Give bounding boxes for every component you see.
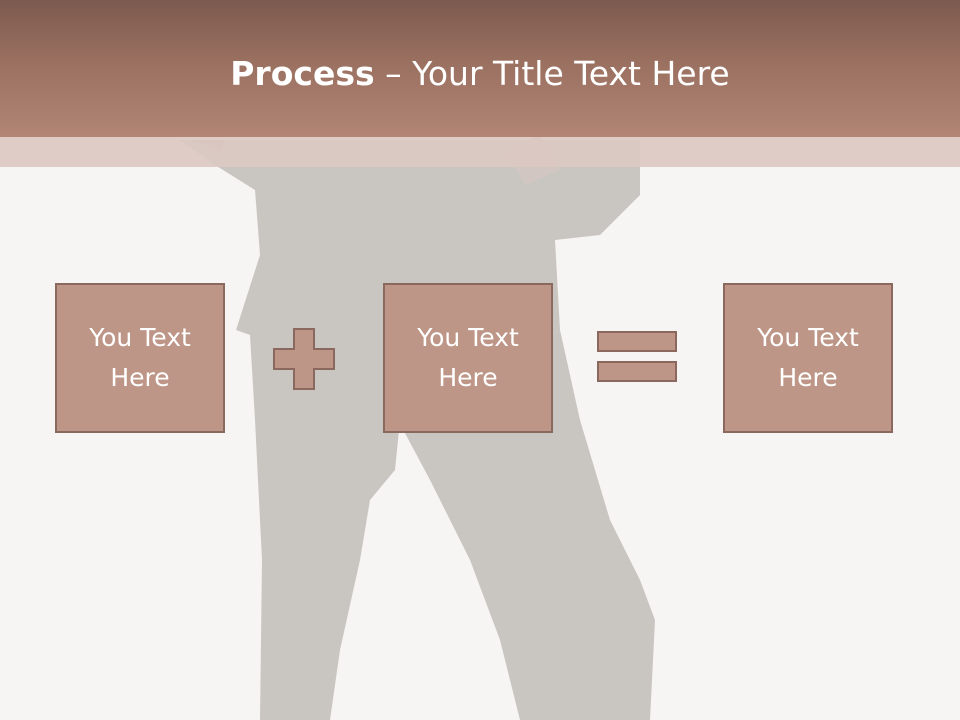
slide-title-rest: – Your Title Text Here	[374, 54, 730, 93]
plus-icon	[273, 328, 335, 390]
slide-title-bold: Process	[230, 54, 375, 93]
process-box-3-label: You Text Here	[757, 323, 859, 392]
equals-icon	[597, 331, 677, 382]
process-box-1[interactable]: You Text Here	[55, 283, 225, 433]
slide-title: Process – Your Title Text Here	[0, 52, 960, 96]
process-box-2[interactable]: You Text Here	[383, 283, 553, 433]
title-banner	[0, 0, 960, 137]
process-box-2-label: You Text Here	[417, 323, 519, 392]
process-box-3[interactable]: You Text Here	[723, 283, 893, 433]
process-box-1-label: You Text Here	[89, 323, 191, 392]
title-banner-strip	[0, 137, 960, 167]
